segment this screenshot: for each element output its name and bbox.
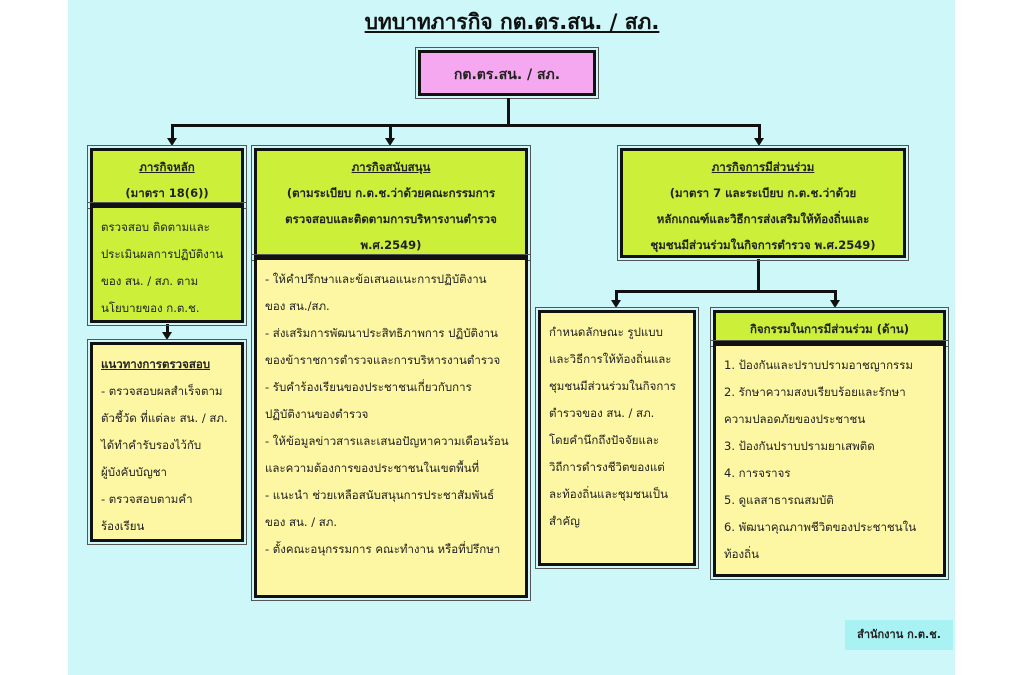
text-line: และวิธีการให้ท้องถิ่นและ bbox=[549, 352, 672, 366]
arrow-icon bbox=[162, 332, 172, 340]
heading: ภารกิจหลัก bbox=[139, 160, 195, 174]
arrow-icon bbox=[611, 300, 621, 308]
heading: แนวทางการตรวจสอบ bbox=[101, 357, 211, 371]
text-line: 1. ป้องกันและปราบปรามอาชญากรรม bbox=[724, 358, 913, 372]
text-line: 5. ดูแลสาธารณสมบัติ bbox=[724, 493, 834, 507]
connector bbox=[171, 124, 174, 140]
subheading: (ตามระเบียบ ก.ต.ช.ว่าด้วยคณะกรรมการ bbox=[286, 186, 496, 200]
arrow-icon bbox=[754, 138, 764, 146]
text-line: - ส่งเสริมการพัฒนาประสิทธิภาพการ ปฏิบัติ… bbox=[265, 326, 498, 340]
text-line: ตำรวจของ สน. / สภ. bbox=[549, 406, 655, 420]
page-title: บทบาทภารกิจ กต.ตร.สน. / สภ. bbox=[364, 10, 660, 34]
arrow-icon bbox=[830, 300, 840, 308]
text-line: ตัวชี้วัด ที่แต่ละ สน. / สภ. bbox=[101, 411, 228, 425]
activities-body: 1. ป้องกันและปราบปรามอาชญากรรม 2. รักษาค… bbox=[710, 340, 949, 580]
text-line: ปฏิบัติงานของตำรวจ bbox=[265, 407, 369, 421]
footer-office-label: สำนักงาน ก.ต.ช. bbox=[845, 620, 953, 650]
connector bbox=[507, 98, 510, 125]
text-line: ของ สน. / สภ. ตาม bbox=[101, 274, 199, 288]
inspection-guidelines: แนวทางการตรวจสอบ - ตรวจสอบผลสำเร็จตาม ตั… bbox=[87, 339, 247, 545]
participation-form: กำหนดลักษณะ รูปแบบ และวิธีการให้ท้องถิ่น… bbox=[535, 307, 699, 569]
text-line: ละท้องถิ่นและชุมชนเป็น bbox=[549, 487, 668, 501]
text-line: - ตั้งคณะอนุกรรมการ คณะทำงาน หรือที่ปรึก… bbox=[265, 542, 501, 556]
text-line: วิถีการดำรงชีวิตของแต่ bbox=[549, 460, 665, 474]
subheading: (มาตรา 7 และระเบียบ ก.ต.ช.ว่าด้วย bbox=[669, 186, 857, 200]
text-line: ของ สน. / สภ. bbox=[265, 515, 338, 529]
heading: ภารกิจสนับสนุน bbox=[351, 160, 431, 174]
main-mission-body: ตรวจสอบ ติดตามและ ประเมินผลการปฏิบัติงาน… bbox=[87, 202, 247, 326]
text-line: ตรวจสอบ ติดตามและ bbox=[101, 220, 210, 234]
text-line: และความต้องการของประชาชนในเขตพื้นที่ bbox=[265, 461, 480, 475]
root-node: กต.ตร.สน. / สภ. bbox=[415, 47, 599, 99]
connector bbox=[758, 124, 761, 140]
heading: ภารกิจการมีส่วนร่วม bbox=[711, 160, 815, 174]
connector bbox=[615, 290, 837, 293]
text-line: ของ สน./สภ. bbox=[265, 299, 330, 313]
text-line: 6. พัฒนาคุณภาพชีวิตของประชาชนใน bbox=[724, 520, 917, 534]
connector bbox=[166, 324, 169, 334]
arrow-icon bbox=[385, 138, 395, 146]
connector bbox=[171, 124, 761, 127]
text-line: - แนะนำ ช่วยเหลือสนับสนุนการประชาสัมพันธ… bbox=[265, 488, 495, 502]
subheading: ตรวจสอบและติดตามการบริหารงานตำรวจ bbox=[285, 212, 497, 226]
text-line: ผู้บังคับบัญชา bbox=[101, 465, 168, 479]
subheading: พ.ศ.2549) bbox=[360, 238, 422, 252]
activities-header: กิจกรรมในการมีส่วนร่วม (ด้าน) bbox=[710, 307, 949, 347]
text-line: ประเมินผลการปฏิบัติงาน bbox=[101, 247, 224, 261]
connector bbox=[757, 259, 760, 292]
subheading: ชุมชนมีส่วนร่วมในกิจการตำรวจ พ.ศ.2549) bbox=[650, 238, 876, 252]
main-mission-header: ภารกิจหลัก (มาตรา 18(6)) bbox=[87, 145, 247, 209]
connector bbox=[389, 124, 392, 140]
text-line: 4. การจราจร bbox=[724, 466, 791, 480]
support-mission-header: ภารกิจสนับสนุน (ตามระเบียบ ก.ต.ช.ว่าด้วย… bbox=[251, 145, 531, 261]
text-line: - ให้คำปรึกษาและข้อเสนอแนะการปฏิบัติงาน bbox=[265, 272, 487, 286]
text-line: - ให้ข้อมูลข่าวสารและเสนอปัญหาความเดือนร… bbox=[265, 434, 509, 448]
text-line: - รับคำร้องเรียนของประชาชนเกี่ยวกับการ bbox=[265, 380, 472, 394]
text-line: นโยบายของ ก.ต.ช. bbox=[101, 301, 200, 315]
text-line: ความปลอดภัยของประชาชน bbox=[724, 412, 866, 426]
text-line: ชุมชนมีส่วนร่วมในกิจการ bbox=[549, 379, 676, 393]
subheading: หลักเกณฑ์และวิธีการส่งเสริมให้ท้องถิ่นแล… bbox=[656, 212, 870, 226]
support-mission-body: - ให้คำปรึกษาและข้อเสนอแนะการปฏิบัติงาน … bbox=[251, 254, 531, 601]
arrow-icon bbox=[167, 138, 177, 146]
text-line: 3. ป้องกันปราบปรามยาเสพติด bbox=[724, 439, 875, 453]
text-line: โดยคำนึกถึงปัจจัยและ bbox=[549, 433, 660, 447]
text-line: - ตรวจสอบผลสำเร็จตาม bbox=[101, 384, 223, 398]
connector bbox=[615, 290, 618, 302]
text-line: สำคัญ bbox=[549, 514, 580, 528]
subheading: (มาตรา 18(6)) bbox=[125, 186, 209, 200]
text-line: 2. รักษาความสงบเรียบร้อยและรักษา bbox=[724, 385, 906, 399]
text-line: กำหนดลักษณะ รูปแบบ bbox=[549, 325, 663, 339]
connector bbox=[834, 290, 837, 302]
text-line: ท้องถิ่น bbox=[724, 547, 759, 561]
text-line: ได้ทำคำรับรองไว้กับ bbox=[101, 438, 202, 452]
text-line: ร้องเรียน bbox=[101, 519, 145, 533]
text-line: - ตรวจสอบตามคำ bbox=[101, 492, 193, 506]
participation-mission-header: ภารกิจการมีส่วนร่วม (มาตรา 7 และระเบียบ … bbox=[617, 145, 909, 261]
text-line: ของข้าราชการตำรวจและการบริหารงานตำรวจ bbox=[265, 353, 501, 367]
